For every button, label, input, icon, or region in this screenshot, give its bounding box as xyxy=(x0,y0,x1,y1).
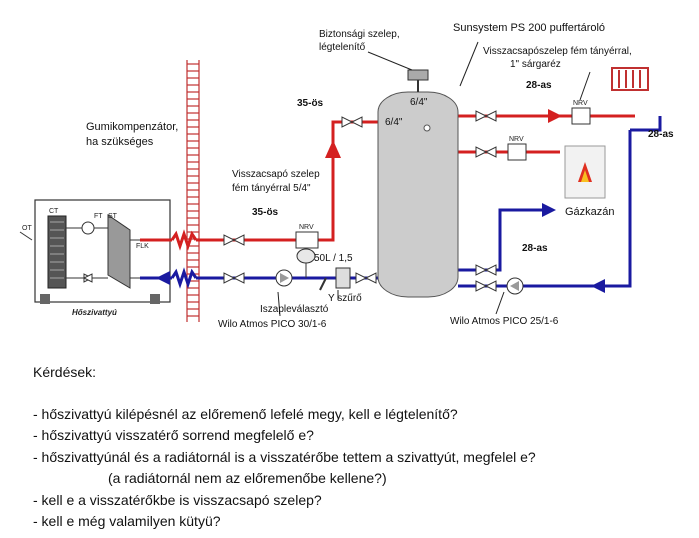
gas-boiler-label: Gázkazán xyxy=(565,206,615,218)
return-arrow-bottom xyxy=(591,279,605,293)
label-ct: CT xyxy=(49,208,59,215)
brass-valve-label-2: 1" sárgaréz xyxy=(510,59,561,70)
label-flk: FLK xyxy=(136,243,149,250)
buffer-tank xyxy=(377,69,459,298)
expansion-tank-label: 50L / 1,5 xyxy=(314,253,353,264)
heat-pump-unit: OT CT FT ST FLK Hőszivattyú xyxy=(19,199,171,317)
question-item: - hőszivattyúnál és a radiátornál is a v… xyxy=(33,448,536,465)
safety-valve-label-2: légtelenítő xyxy=(319,42,366,53)
compensator-label-1: Gumikompenzátor, xyxy=(86,121,178,133)
y-filter xyxy=(319,277,327,291)
nrv-label-2: NRV xyxy=(509,136,524,143)
question-item: - kell e még valamilyen kütyü? xyxy=(33,513,221,529)
nrv54-label-1: Visszacsapó szelep xyxy=(232,169,320,180)
pipe-35-left-label: 35-ös xyxy=(252,207,279,218)
y-filter-label: Y szűrő xyxy=(328,293,362,304)
pointer-lines xyxy=(277,41,591,317)
pipe-28-top-label: 28-as xyxy=(526,80,552,91)
brass-valve-label-1: Visszacsapószelep fém tányérral, xyxy=(483,46,632,57)
sludge-separator xyxy=(335,267,351,289)
sludge-separator-label: Iszapleválasztó xyxy=(260,304,329,315)
conn-64-top: 6/4" xyxy=(410,97,428,108)
return-arrow-boiler xyxy=(542,203,556,217)
label-ot: OT xyxy=(22,225,32,232)
ball-valves xyxy=(223,110,497,292)
question-item: - hőszivattyú kilépésnél az előremenő le… xyxy=(33,405,458,422)
conn-64-side: 6/4" xyxy=(385,117,403,128)
questions-section: Kérdések: - hőszivattyú kilépésnél az el… xyxy=(33,362,673,533)
label-ft: FT xyxy=(94,213,103,220)
nrv-label-3: NRV xyxy=(573,100,588,107)
pump-left-label: Wilo Atmos PICO 30/1-6 xyxy=(218,319,327,330)
question-item: - kell e a visszatérőkbe is visszacsapó … xyxy=(33,491,322,508)
compensator-label-2: ha szükséges xyxy=(86,136,154,148)
supply-arrow-right xyxy=(548,109,562,123)
heat-pump-label: Hőszivattyú xyxy=(72,308,117,317)
label-st: ST xyxy=(108,213,118,220)
safety-valve-label-1: Biztonsági szelep, xyxy=(319,29,400,40)
check-valves: NRV NRV NRV xyxy=(295,100,591,249)
question-item: - hőszivattyú visszatérő sorrend megfele… xyxy=(33,427,314,443)
expansion-tank xyxy=(296,248,316,278)
nrv-label-1: NRV xyxy=(299,224,314,231)
radiator-icon xyxy=(611,67,649,91)
tank-title: Sunsystem PS 200 puffertároló xyxy=(453,22,605,34)
pipe-28-mid-label: 28-as xyxy=(522,243,548,254)
supply-arrow xyxy=(325,140,341,158)
pump-right-label: Wilo Atmos PICO 25/1-6 xyxy=(450,316,559,327)
questions-title: Kérdések: xyxy=(33,364,97,380)
heating-system-diagram: OT CT FT ST FLK Hőszivattyú xyxy=(19,22,674,330)
pipe-35-top-label: 35-ös xyxy=(297,98,324,109)
pipe-28-right-label: 28-as xyxy=(648,129,674,140)
nrv54-label-2: fém tányérral 5/4" xyxy=(232,183,311,194)
pump-left xyxy=(275,269,293,287)
return-arrow-left xyxy=(156,271,170,285)
gas-boiler-icon xyxy=(564,145,606,199)
pump-right xyxy=(506,277,524,295)
question-item: (a radiátornál nem az előremenőbe kellen… xyxy=(108,470,387,486)
